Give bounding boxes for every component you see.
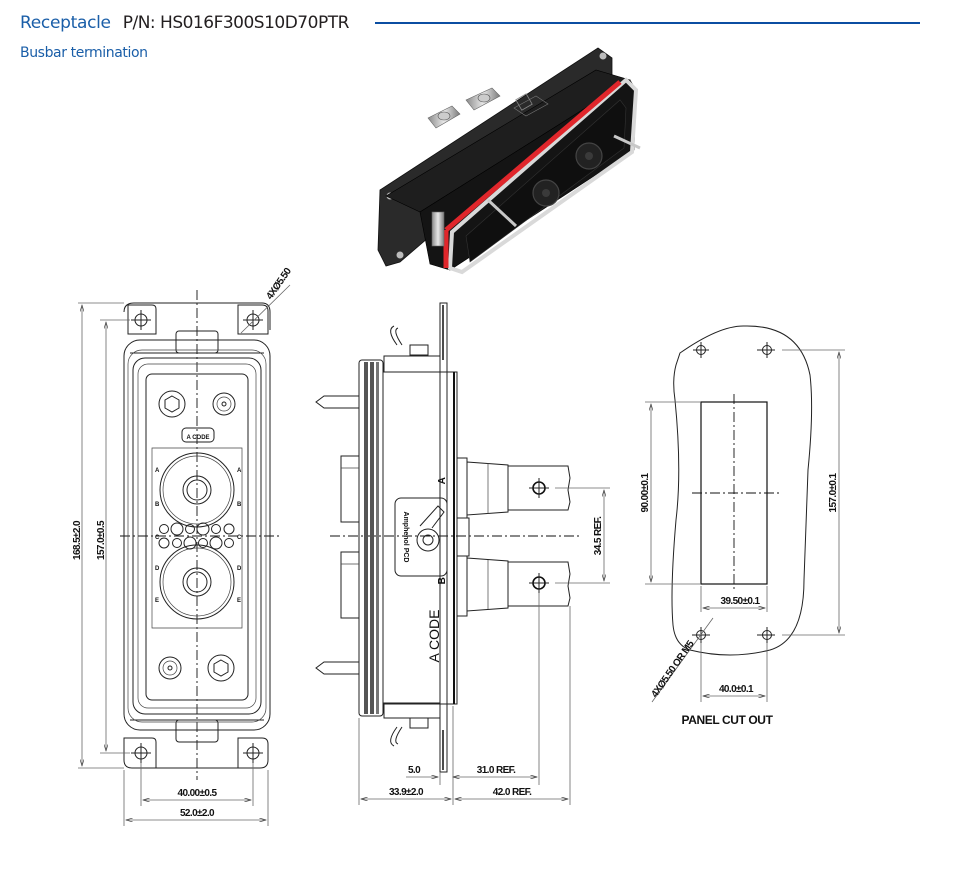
panel-hole [693,342,709,358]
terminal-a-label: A [437,477,448,484]
guide-pin [613,134,641,150]
dim-cutout-width: 39.50±0.1 [720,596,760,607]
flange-plate [439,302,448,773]
dim-rear-depth: 33.9±2.0 [389,787,424,798]
product-photo [377,47,641,275]
pin-letter: C [237,535,242,541]
red-seal [444,80,622,232]
header-rule [375,22,920,24]
panel-cutout-title: PANEL CUT OUT [681,713,773,727]
part-number: P/N: HS016F300S10D70PTR [122,13,350,33]
page-header: Receptacle P/N: HS016F300S10D70PTR [20,10,349,36]
pin-letter: B [237,502,242,508]
front-code-label: A CODE [186,435,209,441]
pin-letter: D [237,566,242,572]
amphenol-logo-icon [416,505,445,552]
dim-hole-width: 40.00±0.5 [177,788,217,799]
hex-screw [164,395,180,413]
front-view: A CODE A A B B C C D D E [72,266,294,826]
logo-text: Amphenol PCD [402,512,409,563]
metal-rim [447,77,639,275]
mounting-hole [131,743,151,763]
housing-outline [123,339,271,731]
signal-contacts [158,522,235,550]
pin-letter: A [155,468,160,474]
busbar-terminal-b [456,555,571,617]
guide-pin [486,198,518,228]
dim-flange-thickness: 5.0 [408,765,421,776]
power-contact-b [159,544,235,620]
panel-outline [671,325,813,656]
panel-hole-callout: 4XØ5.50 OR M5 [649,638,697,699]
pin-letter: B [155,502,160,508]
side-gasket [358,359,384,717]
guide-pin [315,661,359,675]
pin-letter: E [237,598,241,604]
mounting-hole [243,310,263,330]
pin-letter: A [237,468,242,474]
mounting-hole [131,310,151,330]
product-type-title: Receptacle [20,13,111,33]
front-hole-callout: 4XØ5.50 [264,266,294,302]
subtitle: Busbar termination [20,45,148,61]
dim-overall-width: 52.0±2.0 [180,808,215,819]
busbar-terminal-a [456,457,571,519]
side-view: Amphenol PCD A B A CODE [315,302,610,805]
dim-hole-spacing-horizontal: 40.0±0.1 [719,684,754,695]
side-code-label: A CODE [426,610,442,663]
side-housing [382,371,458,705]
dim-hole-offset: 31.0 REF. [477,765,516,776]
dim-terminal-spacing: 34.5 REF. [593,516,604,555]
mounting-ear [237,737,269,769]
terminal-b-label: B [437,577,448,584]
dim-front-depth: 42.0 REF. [493,787,532,798]
mounting-ear [127,304,157,335]
pin-letter: D [155,566,160,572]
code-key [181,427,215,443]
pin-letter: C [155,535,160,541]
hex-screw [213,659,229,677]
pin-letter: E [155,598,159,604]
amphenol-logo-box [394,497,448,577]
guide-pin [315,395,359,409]
dim-hole-spacing-vertical: 157.0±0.1 [828,472,839,512]
panel-cutout-view: 90.00±0.1 157.0±0.1 39.50±0.1 40.0±0.1 4… [640,325,845,727]
dim-hole-height: 157.0±0.5 [96,520,107,560]
panel-hole [757,627,775,643]
dim-cutout-height: 90.00±0.1 [640,472,651,512]
dim-overall-height: 168.5±2.0 [72,520,83,560]
mounting-hole [243,743,263,763]
panel-hole [757,342,775,358]
